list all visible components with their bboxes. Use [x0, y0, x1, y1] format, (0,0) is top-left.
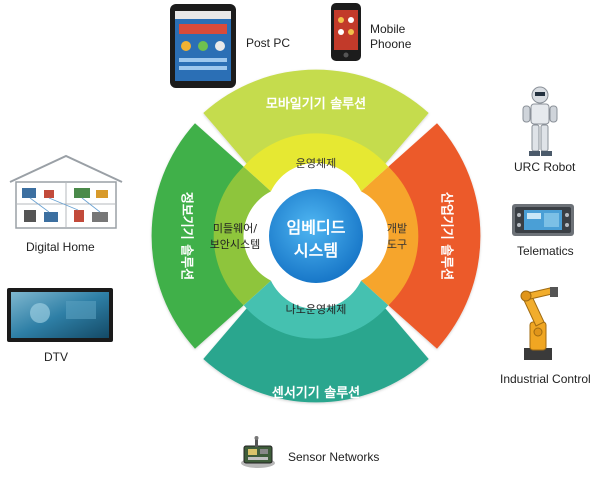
outer-label-left: 정보기기 솔루션 [179, 192, 195, 280]
outer-label-right: 산업기기 솔루션 [439, 192, 455, 280]
center-label-line2: 시스템 [294, 241, 338, 260]
segment-left-inner [213, 166, 271, 306]
center-core [269, 189, 363, 283]
mobile-phone-label-line2: Phoone [370, 37, 412, 51]
inner-label-right-line1: 개발 [387, 222, 407, 235]
robot-icon [522, 86, 558, 156]
sensor-board-icon [241, 436, 275, 468]
sensor-networks-label: Sensor Networks [288, 450, 380, 464]
inner-label-right-line2: 도구 [387, 238, 407, 251]
segment-right-inner [361, 166, 419, 306]
tv-icon [7, 288, 113, 342]
mobile-phone-label-line1: Mobile [370, 22, 406, 36]
house-icon [9, 154, 123, 229]
digital-home-label: Digital Home [26, 240, 95, 254]
inner-label-left-line1: 미들웨어/ [213, 222, 257, 235]
inner-label-top: 운영체제 [296, 157, 336, 170]
dtv-label: DTV [44, 350, 68, 364]
segment-left-outer [151, 123, 244, 349]
segment-top-outer [203, 69, 429, 165]
tablet-icon [170, 4, 236, 88]
industrial-robot-arm-icon [520, 287, 558, 360]
post-pc-label: Post PC [246, 36, 291, 50]
telematics-icon [512, 204, 574, 236]
inner-label-bottom: 나노운영체제 [286, 303, 347, 316]
center-label-line1: 임베디드 [287, 218, 346, 237]
segment-top-inner [243, 133, 389, 192]
outer-label-top: 모바일기기 솔루션 [266, 96, 366, 112]
urc-robot-label: URC Robot [514, 160, 576, 174]
telematics-label: Telematics [517, 244, 574, 258]
segment-bottom-inner [243, 280, 389, 339]
industrial-control-label: Industrial Control [500, 372, 591, 386]
inner-label-left-line2: 보안시스템 [210, 238, 261, 251]
segment-right-outer [388, 123, 481, 349]
outer-label-bottom: 센서기기 솔루션 [272, 385, 360, 401]
mobile-phone-icon [331, 3, 361, 61]
segment-bottom-outer [203, 307, 429, 403]
